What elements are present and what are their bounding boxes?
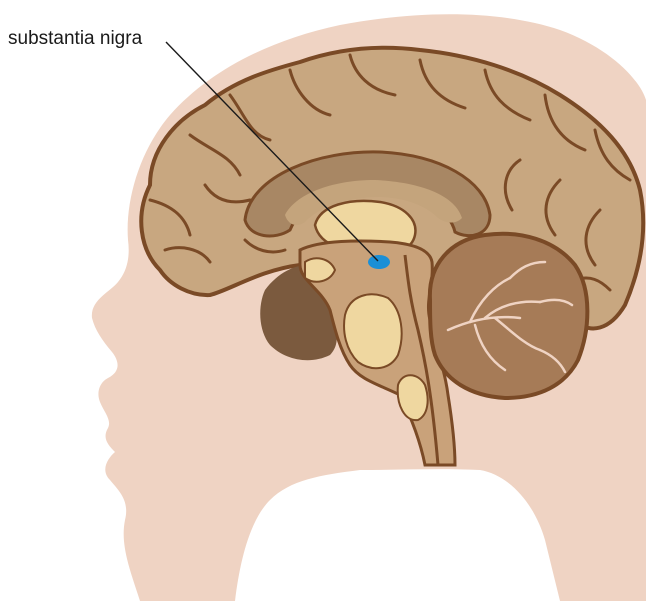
cerebellum (430, 234, 588, 398)
pons (344, 294, 402, 368)
substantia-nigra-label: substantia nigra (8, 28, 143, 49)
substantia-nigra (368, 255, 390, 269)
